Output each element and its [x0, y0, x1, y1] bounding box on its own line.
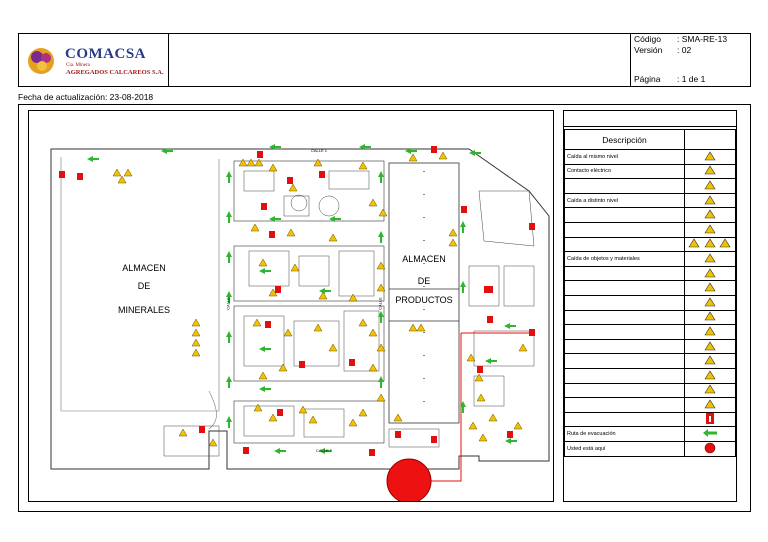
- update-date: Fecha de actualización: 23-08-2018: [18, 92, 154, 102]
- warning-triangle-icon: [684, 294, 736, 311]
- legend-row: Caída de objetos y materiales: [564, 251, 736, 267]
- warning-triangle-icon: [684, 178, 736, 194]
- legend-row-label: Caída de objetos y materiales: [564, 251, 685, 267]
- legend-row: Ruta de evacuación: [564, 426, 736, 442]
- legend-row: [564, 324, 736, 340]
- warning-triangle-icon: [684, 149, 736, 165]
- warning-triangle-icon: [684, 324, 736, 340]
- legend-row-label: [564, 294, 685, 311]
- legend-row: [564, 397, 736, 413]
- legend-row-label: [564, 178, 685, 194]
- codigo-value: : SMA-RE-13: [677, 34, 728, 44]
- site-map: ALMACEN DE MINERALES ALMACEN DE PRODUCTO…: [28, 110, 554, 502]
- version-label: Versión: [634, 45, 663, 55]
- legend-row: [564, 178, 736, 194]
- warning-triangle-icon: [684, 163, 736, 180]
- extinguisher-signs: [59, 146, 535, 456]
- document-header: COMACSA Cia. Minera AGREGADOS CALCAREOS …: [18, 33, 751, 87]
- warning-triangle-icon: [684, 367, 736, 384]
- legend-row-label: [564, 411, 685, 428]
- legend-row-label: [564, 221, 685, 238]
- legend-row: [564, 236, 736, 253]
- legend-title: Descripción: [564, 129, 685, 150]
- legend-row: [564, 280, 736, 296]
- almacen-productos-line1: ALMACEN: [402, 254, 446, 264]
- street-calle-left: CALLE: [225, 297, 231, 310]
- warning-triangle-icon: [684, 280, 736, 296]
- legend-row: [564, 221, 736, 238]
- street-calle-mid: CALLE: [377, 297, 383, 310]
- legend-row: [564, 207, 736, 223]
- almacen-minerales-line2: DE: [137, 281, 151, 291]
- warning-triangle-icon: [684, 309, 736, 326]
- legend-row-label: [564, 280, 685, 296]
- legend-row-label: [564, 207, 685, 223]
- legend-row-label: [564, 367, 685, 384]
- legend-row-label: Ruta de evacuación: [564, 426, 685, 442]
- legend-row-label: [564, 324, 685, 340]
- codigo-label: Código: [634, 34, 661, 44]
- almacen-productos-line3: PRODUCTOS: [395, 295, 453, 305]
- legend-row-label: Caída al mismo nivel: [564, 149, 685, 165]
- warning-triangle-icon: [684, 382, 736, 399]
- almacen-minerales-line3: MINERALES: [117, 305, 170, 315]
- company-name: COMACSA: [65, 46, 146, 62]
- warning-triangle-icon: [684, 338, 736, 355]
- almacen-minerales-line1: ALMACEN: [122, 263, 166, 273]
- legend-row-label: [564, 382, 685, 399]
- legend-row-label: Contacto eléctrico: [564, 163, 685, 180]
- legend-row: Contacto eléctrico: [564, 163, 736, 180]
- you-are-here-icon: [684, 440, 736, 457]
- legend-row: [564, 265, 736, 282]
- content-frame: [18, 104, 751, 512]
- warning-triangle-icon: [684, 265, 736, 282]
- pagina-label: Página: [634, 74, 661, 84]
- version-value: : 02: [677, 45, 692, 55]
- legend-row-label: [564, 265, 685, 282]
- warning-triangle-icon: [684, 353, 736, 369]
- warning-triangle-icon: [684, 192, 736, 209]
- legend-row: Caída al mismo nivel: [564, 149, 736, 165]
- warning-triangle-icon: [684, 207, 736, 223]
- legend-row-label: Caída a distinto nivel: [564, 192, 685, 209]
- legend-row-label: Usted está aquí: [564, 440, 685, 457]
- almacen-productos-line2: DE: [417, 276, 431, 286]
- legend-row: [564, 382, 736, 399]
- you-are-here-marker: [386, 458, 432, 501]
- legend-row-label: [564, 338, 685, 355]
- legend-row: [564, 294, 736, 311]
- warning-triangle-icon: [684, 397, 736, 413]
- evacuation-arrows: [87, 144, 517, 454]
- legend-row: [564, 367, 736, 384]
- street-calle-1: CALLE 1: [310, 148, 327, 153]
- legend-row-label: [564, 309, 685, 326]
- company-sub1: Cia. Minera: [66, 63, 90, 68]
- legend-row: Usted está aquí: [564, 440, 736, 457]
- legend-row: [564, 411, 736, 428]
- evacuation-arrow-icon: [684, 426, 736, 442]
- legend-row-label: [564, 236, 685, 253]
- extinguisher-sign-icon: [684, 411, 736, 428]
- hazard-signs: [112, 151, 528, 447]
- warning-triangle-icon: [684, 251, 736, 267]
- warning-triangle-group-icon: [684, 236, 736, 253]
- company-logo-icon: [28, 48, 54, 74]
- legend-row: Caída a distinto nivel: [564, 192, 736, 209]
- legend-row-label: [564, 397, 685, 413]
- legend-row: [564, 309, 736, 326]
- legend-row-label: [564, 353, 685, 369]
- legend-row: [564, 353, 736, 369]
- warning-triangle-icon: [684, 221, 736, 238]
- street-calle-3: CALLE 3: [315, 448, 332, 453]
- map-drawing: [50, 144, 550, 501]
- company-sub2: AGREGADOS CALCAREOS S.A.: [66, 69, 164, 76]
- legend-row: [564, 338, 736, 355]
- pagina-value: : 1 de 1: [677, 74, 706, 84]
